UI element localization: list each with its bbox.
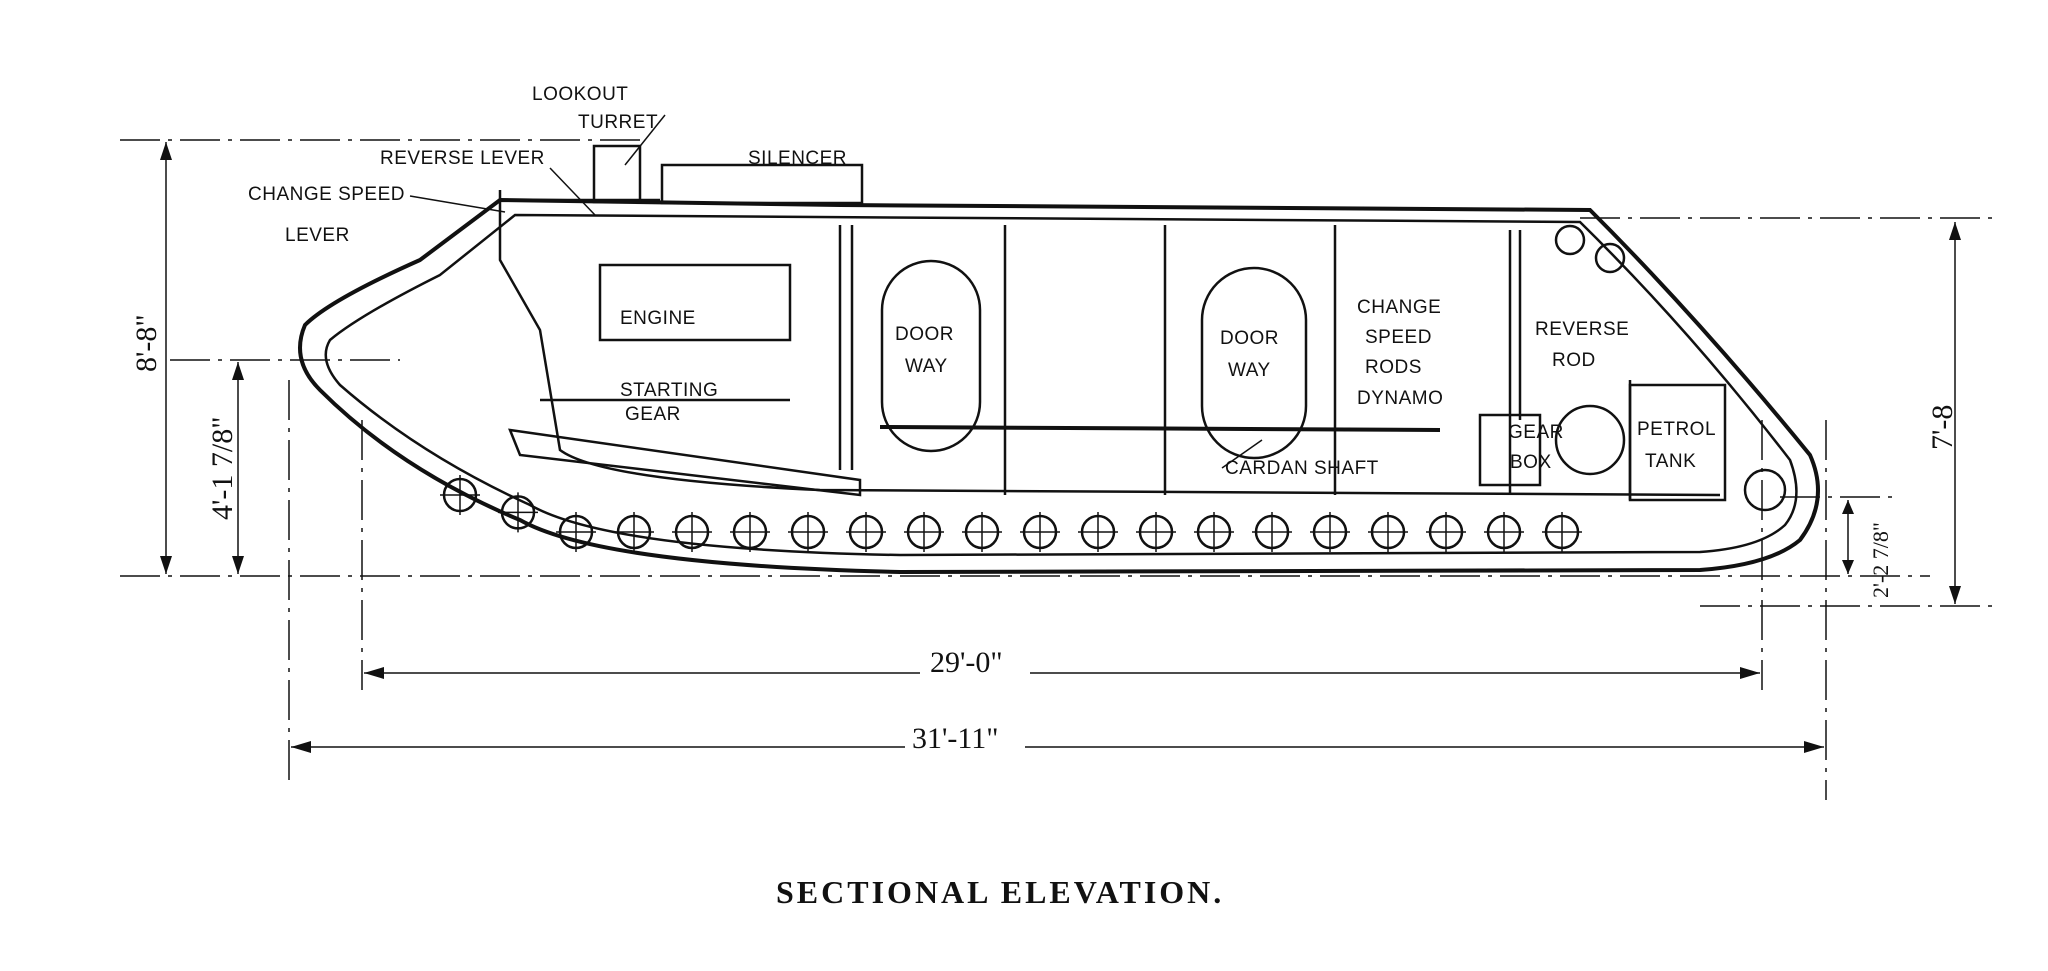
label-tank: TANK	[1645, 451, 1696, 472]
label-rods: RODS	[1365, 357, 1422, 378]
label-way-1: WAY	[905, 356, 948, 377]
wheel-centerline	[614, 512, 654, 552]
component-labels: LOOKOUT TURRET REVERSE LEVER SILENCER CH…	[248, 84, 1716, 479]
wheel-centerline	[1020, 512, 1060, 552]
label-turret: TURRET	[578, 112, 658, 133]
label-gear: GEAR	[625, 404, 681, 425]
wheel-centerline	[1484, 512, 1524, 552]
wheel-centerline	[962, 512, 1002, 552]
label-reverse-lever: REVERSE LEVER	[380, 148, 545, 169]
dim-ground-clearance: 2'-2 7/8"	[1868, 522, 1893, 598]
wheel-centerline	[1078, 512, 1118, 552]
label-rod: ROD	[1552, 350, 1596, 371]
label-change: CHANGE	[1357, 297, 1441, 318]
dimension-lines	[160, 142, 1961, 753]
wheel-centerline	[498, 492, 538, 533]
label-door-1: DOOR	[895, 324, 954, 345]
label-way-2: WAY	[1228, 360, 1271, 381]
leader-lines	[409, 114, 1263, 469]
wheel-centerline	[1310, 512, 1350, 552]
label-lever: LEVER	[285, 225, 350, 246]
wheel-centerline	[904, 512, 944, 552]
wheel-centerline	[788, 512, 828, 552]
wheel-centerline	[440, 475, 480, 515]
dim-overall-length: 31'-11"	[912, 722, 999, 755]
wheel-centerline	[556, 512, 596, 552]
label-engine: ENGINE	[620, 308, 696, 329]
label-change-speed: CHANGE SPEED	[248, 184, 405, 205]
label-lookout: LOOKOUT	[532, 84, 628, 105]
label-starting: STARTING	[620, 380, 718, 401]
wheel-centerline	[1136, 512, 1176, 552]
label-dynamo: DYNAMO	[1357, 388, 1443, 409]
label-gear-box-1: GEAR	[1508, 422, 1564, 443]
wheel-centerline	[730, 512, 770, 552]
wheel-centerline	[1252, 512, 1292, 552]
label-door-2: DOOR	[1220, 328, 1279, 349]
dim-overall-height: 8'-8"	[130, 314, 163, 372]
dim-track-length: 29'-0"	[930, 646, 1003, 679]
wheel-centerline	[846, 512, 886, 552]
wheel-centerline	[1194, 512, 1234, 552]
label-speed: SPEED	[1365, 327, 1432, 348]
label-cardan-shaft: CARDAN SHAFT	[1225, 458, 1379, 479]
wheel-centerline	[1426, 512, 1466, 552]
label-gear-box-2: BOX	[1510, 452, 1552, 473]
label-silencer: SILENCER	[748, 148, 847, 169]
label-reverse: REVERSE	[1535, 319, 1629, 340]
drawing-title: SECTIONAL ELEVATION.	[776, 874, 1224, 910]
wheel-centerline	[1368, 512, 1408, 552]
dim-hull-height: 7'-8	[1926, 405, 1959, 450]
wheel-centerline	[1542, 512, 1582, 552]
reference-lines	[120, 139, 1995, 800]
wheel-centerline	[672, 512, 712, 552]
label-petrol: PETROL	[1637, 419, 1716, 440]
dim-axle-height: 4'-1 7/8"	[206, 417, 239, 520]
road-wheels	[440, 475, 1582, 552]
